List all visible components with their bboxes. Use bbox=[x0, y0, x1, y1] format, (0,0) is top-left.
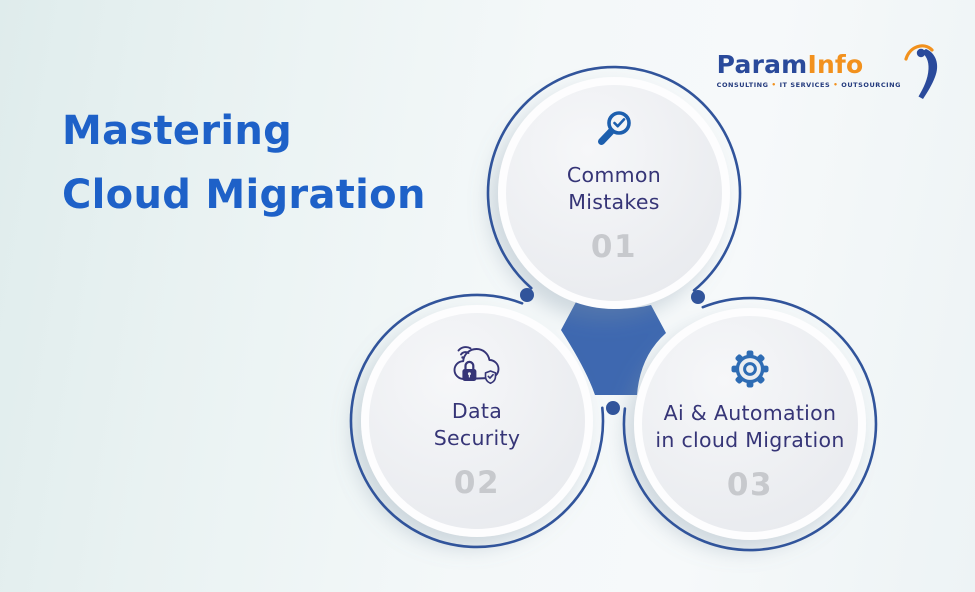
logo-tagline: CONSULTING • IT SERVICES • OUTSOURCING bbox=[717, 81, 901, 89]
center-hexagon bbox=[561, 302, 666, 395]
ring-arc-left bbox=[349, 293, 605, 549]
ring-arc-top bbox=[486, 65, 742, 292]
step-label-line-2: Security bbox=[433, 426, 521, 450]
step-label-line-1: Data bbox=[451, 399, 503, 423]
circle-fill-right bbox=[642, 316, 858, 532]
node-dot-top-right bbox=[691, 290, 705, 304]
tagline-separator: • bbox=[833, 81, 839, 89]
tagline-it-services: IT SERVICES bbox=[779, 81, 831, 89]
step-label-line-2: Mistakes bbox=[568, 190, 660, 214]
step-label: Data Security bbox=[434, 398, 521, 452]
step-ai-automation: Ai & Automation in cloud Migration 03 bbox=[633, 346, 867, 502]
step-number: 03 bbox=[726, 467, 774, 503]
page-title: Mastering Cloud Migration bbox=[62, 99, 426, 227]
gear-icon bbox=[731, 350, 769, 388]
step-label-line-1: Ai & Automation bbox=[663, 401, 837, 425]
page-title-line-1: Mastering bbox=[62, 108, 293, 154]
magnifier-check-icon bbox=[598, 111, 631, 145]
circle-fill-left bbox=[369, 313, 585, 529]
node-dot-bottom bbox=[606, 401, 620, 415]
circle-fill-top bbox=[506, 85, 722, 301]
step-label-line-1: Common bbox=[566, 163, 662, 187]
step-number: 02 bbox=[453, 465, 501, 501]
logo-brand-name: ParamInfo bbox=[717, 52, 864, 78]
logo-person-figure-icon bbox=[904, 44, 938, 99]
cloud-lock-icon bbox=[453, 346, 500, 385]
step-number: 01 bbox=[590, 229, 638, 265]
step-data-security: Data Security 02 bbox=[367, 344, 587, 500]
logo-text-block: ParamInfo CONSULTING • IT SERVICES • OUT… bbox=[717, 52, 901, 90]
tagline-consulting: CONSULTING bbox=[716, 81, 769, 89]
paraminfo-logo: ParamInfo CONSULTING • IT SERVICES • OUT… bbox=[717, 44, 941, 102]
step-label: Ai & Automation in cloud Migration bbox=[655, 400, 844, 454]
tagline-separator: • bbox=[771, 81, 777, 89]
logo-brand-part-blue: Param bbox=[716, 50, 808, 79]
page-title-line-2: Cloud Migration bbox=[62, 172, 426, 218]
ring-arc-right bbox=[622, 296, 878, 552]
logo-brand-part-orange: Info bbox=[807, 50, 864, 79]
step-label-line-2: in cloud Migration bbox=[655, 428, 845, 452]
step-common-mistakes: Common Mistakes 01 bbox=[504, 108, 724, 264]
step-label: Common Mistakes bbox=[567, 162, 661, 216]
tagline-outsourcing: OUTSOURCING bbox=[841, 81, 901, 89]
node-dot-top-left bbox=[520, 288, 534, 302]
